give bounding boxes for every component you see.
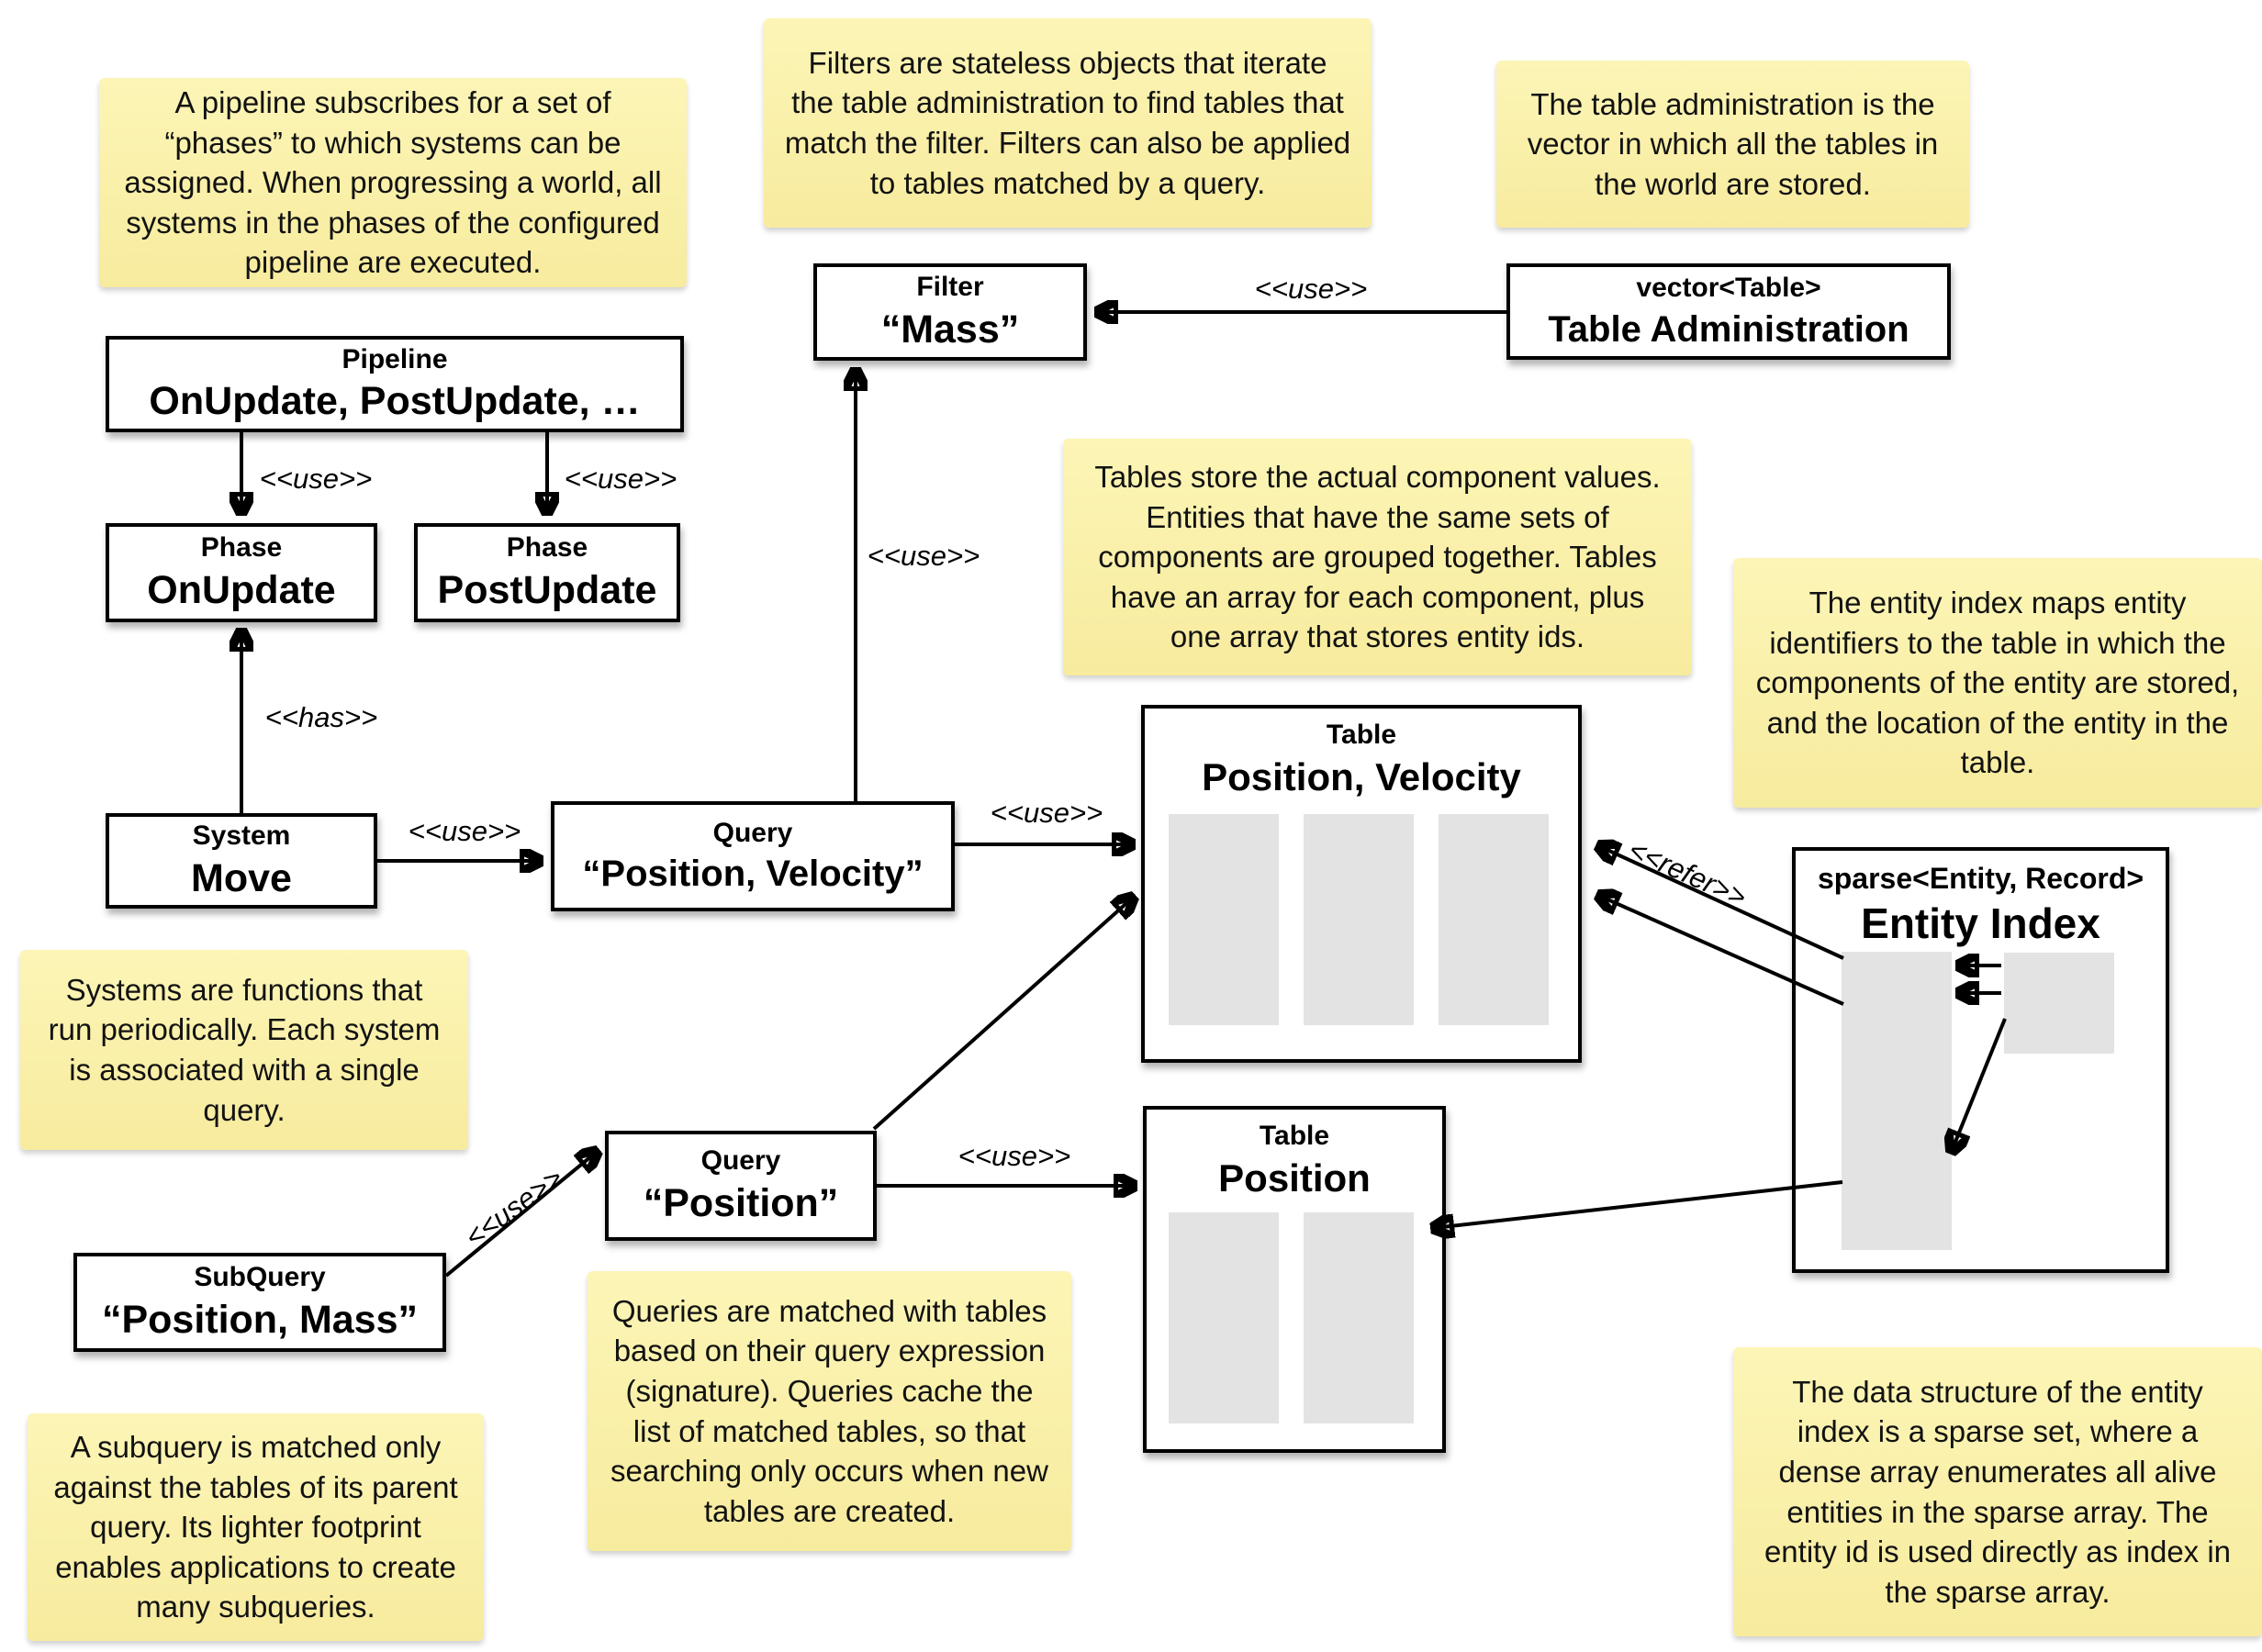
box-query-position-velocity: Query “Position, Velocity”: [551, 801, 955, 911]
label-use-subquery-query: <<use>>: [458, 1161, 569, 1254]
box-phase-onupdate-name: OnUpdate: [147, 567, 336, 612]
note-subquery: A subquery is matched only against the t…: [28, 1413, 484, 1641]
note-systems: Systems are functions that run periodica…: [20, 950, 468, 1150]
label-use-query-filter: <<use>>: [867, 540, 980, 572]
label-use-tableadmin-filter: <<use>>: [1254, 273, 1368, 305]
box-system-move: System Move: [106, 813, 377, 909]
note-pipeline: A pipeline subscribes for a set of “phas…: [99, 78, 687, 287]
box-query-position-velocity-name: “Position, Velocity”: [582, 854, 924, 895]
box-system-move-stereotype: System: [192, 820, 291, 852]
component-array: [1304, 814, 1414, 1025]
box-table-administration-stereotype: vector<Table>: [1636, 273, 1821, 304]
box-table-administration-name: Table Administration: [1548, 308, 1909, 350]
label-has-system-phase: <<has>>: [264, 701, 378, 733]
arrow-entityindex-to-tablep: [1434, 1180, 1843, 1228]
box-pipeline-stereotype: Pipeline: [342, 343, 448, 374]
box-query-position-velocity-stereotype: Query: [712, 817, 793, 848]
arrow-queryp-to-tablepv: [872, 898, 1133, 1131]
box-table-position-velocity-name: Position, Velocity: [1202, 754, 1521, 798]
box-table-position: Table Position: [1143, 1106, 1446, 1453]
box-subquery: SubQuery “Position, Mass”: [73, 1253, 446, 1352]
note-queries: Queries are matched with tables based on…: [588, 1271, 1071, 1551]
dense-array: [2004, 953, 2114, 1054]
box-filter: Filter “Mass”: [813, 263, 1087, 361]
box-filter-stereotype: Filter: [916, 272, 984, 303]
box-phase-onupdate-stereotype: Phase: [200, 532, 283, 564]
component-array: [1169, 814, 1279, 1025]
label-use-queryp-tablep: <<use>>: [957, 1140, 1071, 1172]
sparse-array: [1842, 952, 1952, 1250]
box-table-position-velocity-stereotype: Table: [1326, 720, 1397, 750]
note-entity-index: The entity index maps entity identifiers…: [1733, 558, 2262, 808]
box-query-position-stereotype: Query: [700, 1145, 781, 1177]
box-query-position: Query “Position”: [605, 1131, 877, 1241]
label-use-system-query: <<use>>: [408, 815, 521, 847]
component-array: [1304, 1212, 1414, 1423]
box-entity-index-name: Entity Index: [1861, 899, 2100, 947]
box-table-position-velocity: Table Position, Velocity: [1141, 705, 1582, 1063]
box-table-administration: vector<Table> Table Administration: [1506, 263, 1951, 360]
component-array: [1169, 1212, 1279, 1423]
box-subquery-stereotype: SubQuery: [194, 1262, 326, 1293]
component-array: [1439, 814, 1549, 1025]
box-subquery-name: “Position, Mass”: [101, 1297, 419, 1342]
box-filter-name: “Mass”: [880, 307, 1020, 352]
label-use-pipeline-onupdate: <<use>>: [259, 463, 373, 495]
note-filters: Filters are stateless objects that itera…: [764, 18, 1372, 228]
box-system-move-name: Move: [191, 855, 292, 900]
box-table-position-stereotype: Table: [1259, 1121, 1330, 1151]
label-refer-entityindex-table: <<refer>>: [1623, 832, 1752, 914]
box-pipeline: Pipeline OnUpdate, PostUpdate, …: [106, 336, 684, 432]
box-entity-index-stereotype: sparse<Entity, Record>: [1817, 862, 2144, 895]
label-use-pipeline-postupdate: <<use>>: [564, 463, 677, 495]
note-sparse-set: The data structure of the entity index i…: [1733, 1347, 2262, 1636]
box-phase-postupdate: Phase PostUpdate: [414, 523, 680, 622]
box-table-position-name: Position: [1218, 1155, 1371, 1200]
box-pipeline-name: OnUpdate, PostUpdate, …: [149, 379, 641, 424]
box-query-position-name: “Position”: [643, 1180, 839, 1225]
box-phase-onupdate: Phase OnUpdate: [106, 523, 377, 622]
note-tables: Tables store the actual component values…: [1063, 439, 1692, 675]
box-phase-postupdate-stereotype: Phase: [506, 532, 588, 564]
box-phase-postupdate-name: PostUpdate: [437, 567, 657, 612]
note-table-administration: The table administration is the vector i…: [1496, 61, 1969, 228]
box-entity-index: sparse<Entity, Record> Entity Index: [1792, 847, 2169, 1273]
label-use-querypv-tablepv: <<use>>: [990, 797, 1103, 829]
